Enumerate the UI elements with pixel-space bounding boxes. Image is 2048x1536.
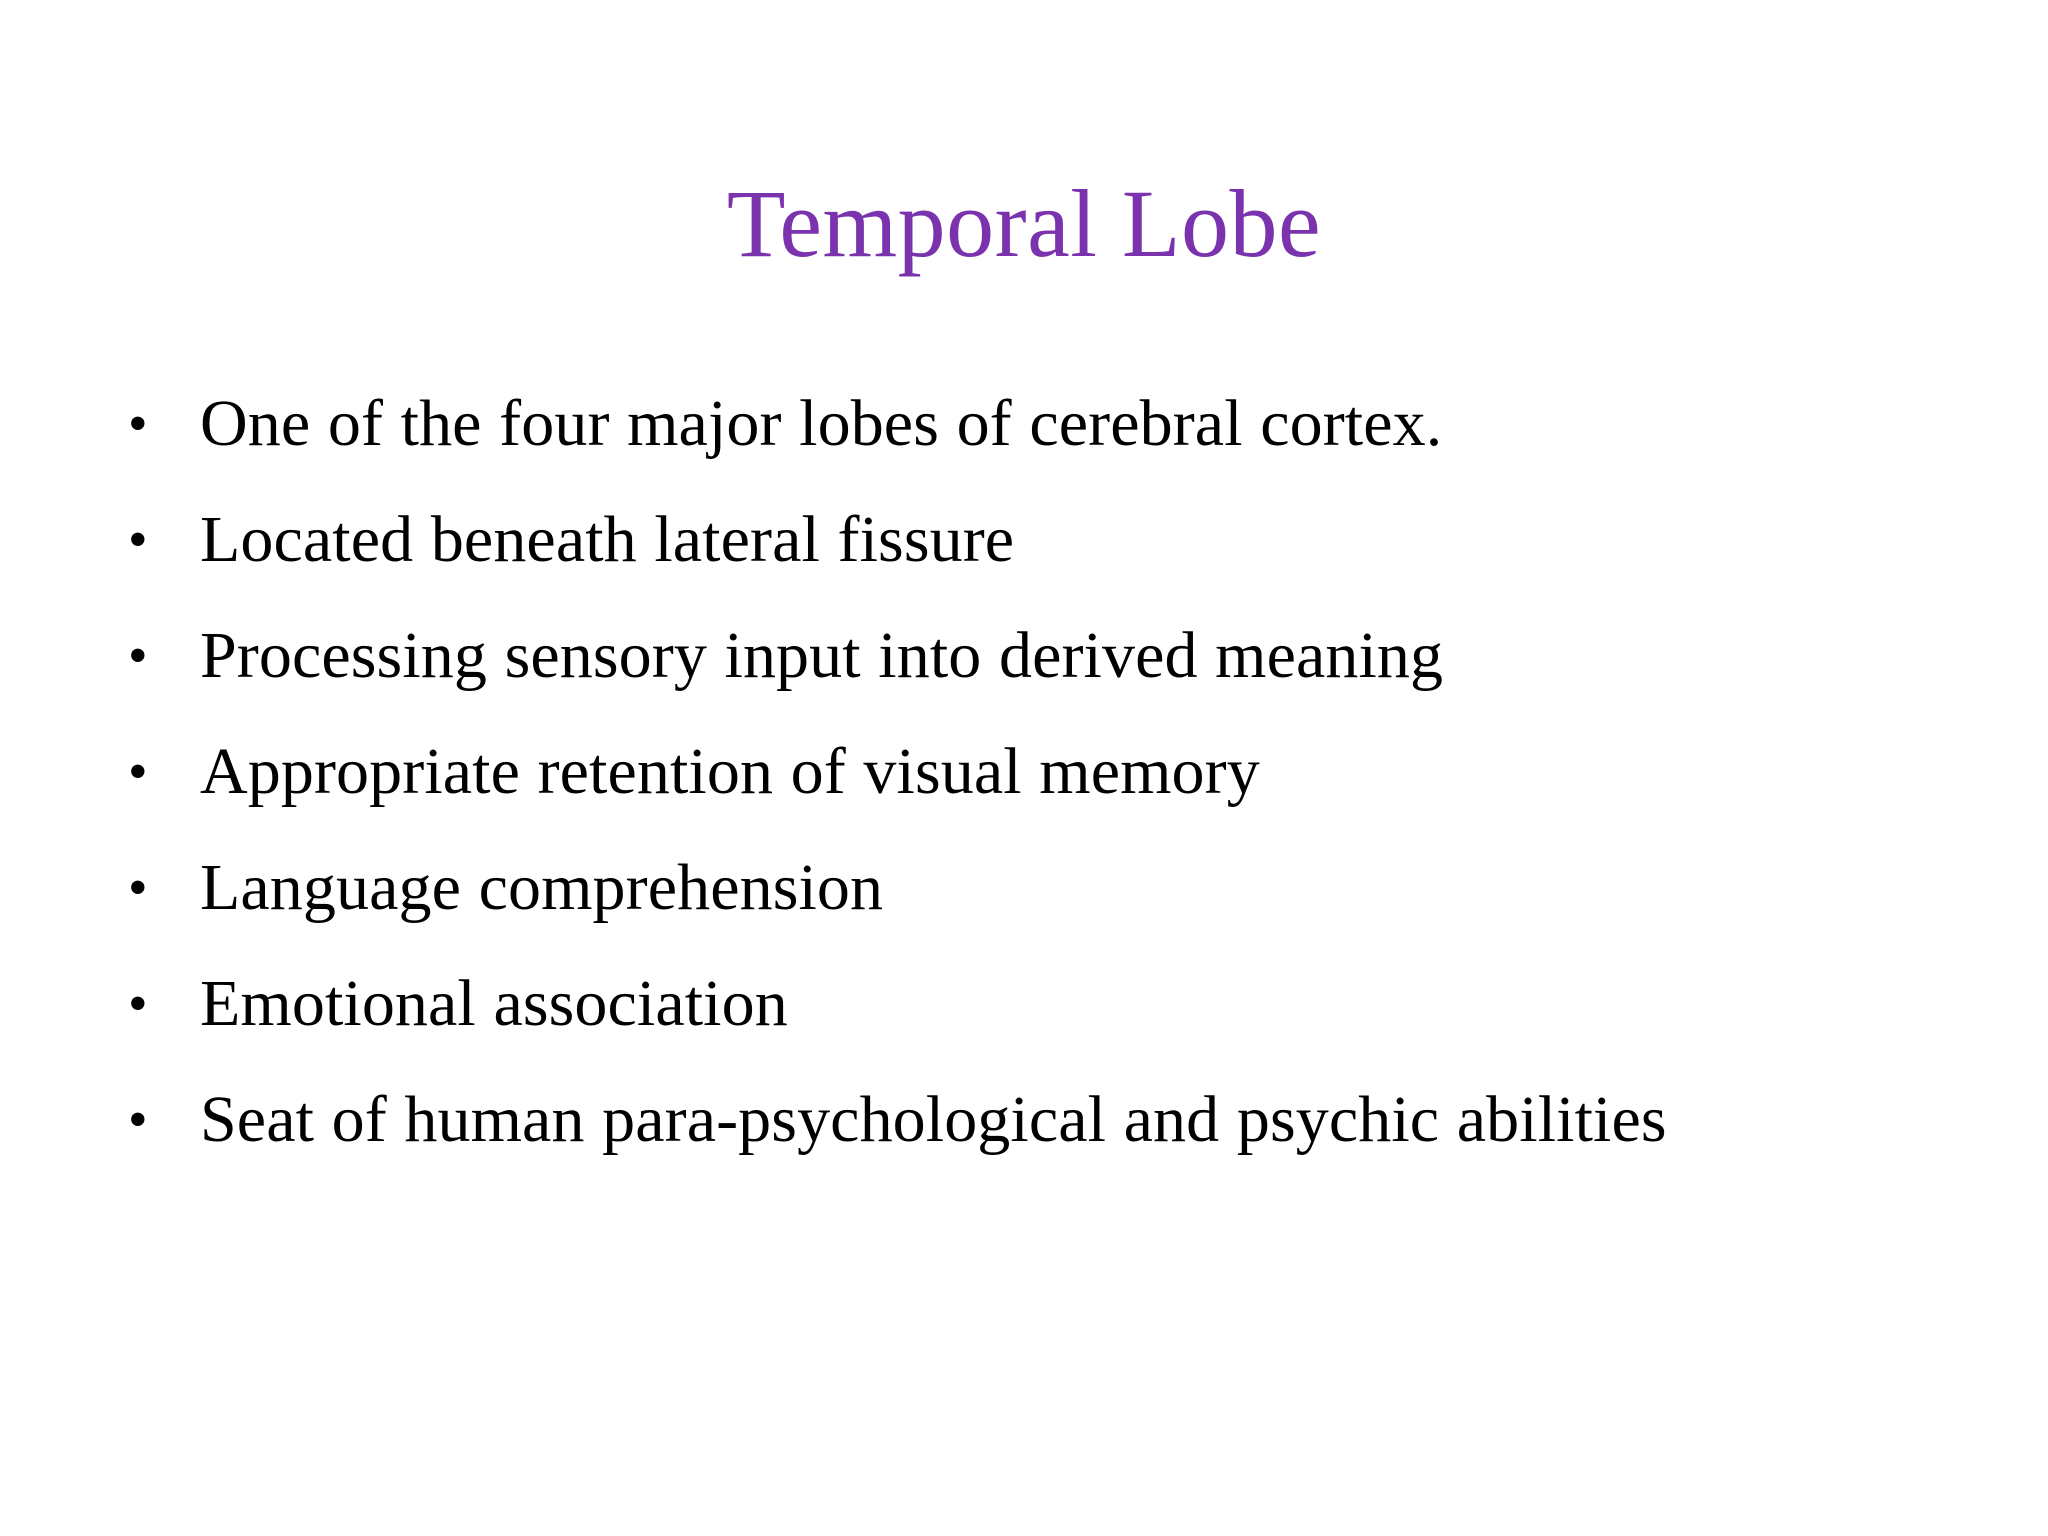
list-item-text: Emotional association <box>200 967 788 1040</box>
slide-title: Temporal Lobe <box>726 170 1322 278</box>
bullet-point-icon: • <box>128 625 148 687</box>
list-item: • Language comprehension <box>118 836 1938 940</box>
bullet-point-icon: • <box>128 509 148 571</box>
list-item: • Emotional association <box>118 952 1938 1056</box>
list-item: • Located beneath lateral fissure <box>118 488 1938 592</box>
bullet-point-icon: • <box>128 857 148 919</box>
list-item: • Processing sensory input into derived … <box>118 604 1938 708</box>
list-item: • Seat of human para-psychological and p… <box>118 1068 1938 1172</box>
bullet-point-icon: • <box>128 1089 148 1151</box>
list-item: • Appropriate retention of visual memory <box>118 720 1938 824</box>
list-item-text: One of the four major lobes of cerebral … <box>200 387 1443 460</box>
list-item-text: Processing sensory input into derived me… <box>200 619 1444 692</box>
list-item-text: Appropriate retention of visual memory <box>200 735 1260 808</box>
bullet-point-icon: • <box>128 393 148 455</box>
list-item-text: Located beneath lateral fissure <box>200 503 1015 576</box>
list-item: • One of the four major lobes of cerebra… <box>118 372 1938 476</box>
list-item-text: Seat of human para-psychological and psy… <box>200 1083 1667 1156</box>
bullet-point-icon: • <box>128 973 148 1035</box>
list-item-text: Language comprehension <box>200 851 884 924</box>
bullet-point-icon: • <box>128 741 148 803</box>
bullet-list: • One of the four major lobes of cerebra… <box>118 372 1938 1184</box>
